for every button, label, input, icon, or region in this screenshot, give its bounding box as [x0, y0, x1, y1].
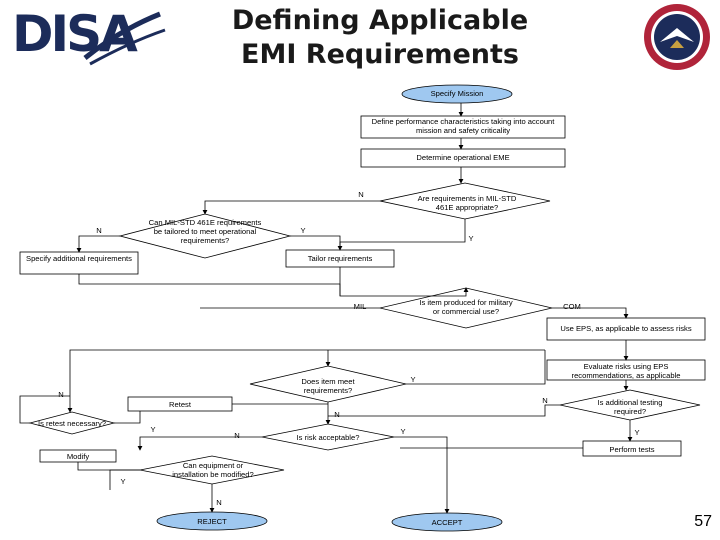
branch-y: Y — [120, 477, 126, 486]
slide-title-line1: Defining Applicable — [231, 5, 529, 36]
branch-y: Y — [150, 425, 156, 434]
branch-n: N — [542, 396, 548, 405]
perform-tests-label: Perform tests — [609, 445, 655, 454]
can-equipment-modify-label: Can equipment or installation be modifie… — [172, 461, 254, 479]
reject-label: REJECT — [197, 517, 227, 526]
req-in-mil-std-diamond — [379, 182, 551, 220]
can-be-tailored-label: Can MIL-STD 461E requirements be tailore… — [148, 218, 262, 245]
branch-n: N — [334, 410, 340, 419]
branch-y: Y — [400, 427, 406, 436]
specify-mission-oval — [401, 84, 513, 104]
can-equipment-modify-diamond — [139, 455, 285, 485]
determine-eme-label: Determine operational EME — [416, 153, 510, 162]
retest-label: Retest — [169, 400, 191, 409]
branch-n: N — [58, 390, 64, 399]
branch-n: N — [96, 226, 102, 235]
branch-y: Y — [468, 234, 474, 243]
use-eps-label: Use EPS, as applicable to assess risks — [560, 324, 692, 333]
additional-testing-diamond — [559, 389, 701, 421]
item-meet-req-label: Does item meet requirements? — [301, 377, 355, 395]
evaluate-risks-label: Evaluate risks using EPS recommendations… — [571, 362, 681, 380]
page-number: 57 — [694, 513, 712, 530]
branch-y: Y — [410, 375, 416, 384]
tailor-requirements-label: Tailor requirements — [307, 254, 373, 263]
retest-necessary-label: Is retest necessary? — [38, 419, 106, 428]
accept-label: ACCEPT — [431, 518, 463, 527]
branch-mil: MIL — [353, 302, 367, 311]
item-produced-label: Is item produced for military or commerc… — [419, 298, 513, 316]
branch-n: N — [358, 190, 364, 199]
slide-title-line2: EMI Requirements — [241, 39, 519, 70]
specify-mission-label: Specify Mission — [430, 89, 484, 98]
risk-acceptable-label: Is risk acceptable? — [296, 433, 360, 442]
req-in-mil-std-label: Are requirements in MIL-STD 461E appropr… — [417, 194, 517, 212]
branch-n: N — [234, 431, 240, 440]
define-performance-label: Define performance characteristics takin… — [371, 117, 555, 135]
specify-additional-label: Specify additional requirements — [26, 254, 132, 263]
branch-y: Y — [300, 226, 306, 235]
modify-label: Modify — [66, 452, 90, 461]
branch-y: Y — [634, 428, 640, 437]
branch-n: N — [216, 498, 222, 507]
branch-com: COM — [563, 302, 581, 311]
additional-testing-label: Is additional testing required? — [597, 398, 663, 416]
